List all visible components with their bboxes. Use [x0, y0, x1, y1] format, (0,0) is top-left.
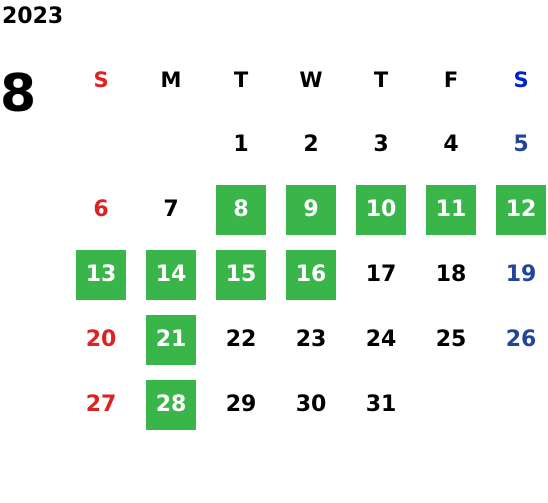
week-row-1: 1 2 3 4 5 — [68, 120, 548, 185]
day-cell[interactable]: 24 — [365, 327, 397, 352]
day-cell-highlighted[interactable]: 13 — [76, 250, 126, 300]
weekday-sunday: S — [93, 68, 109, 92]
weekday-friday: F — [443, 68, 459, 92]
day-cell-highlighted[interactable]: 21 — [146, 315, 196, 365]
day-cell[interactable]: 1 — [233, 132, 249, 157]
year-label: 2023 — [2, 4, 64, 29]
day-cell[interactable]: 5 — [513, 132, 529, 157]
day-cell[interactable]: 29 — [225, 392, 257, 417]
weekday-header-row: S M T W T F S — [68, 55, 548, 120]
day-cell[interactable]: 27 — [85, 392, 117, 417]
week-row-5: 27 28 29 30 31 — [68, 380, 548, 445]
day-cell-highlighted[interactable]: 14 — [146, 250, 196, 300]
week-row-2: 6 7 8 9 10 11 12 — [68, 185, 548, 250]
weekday-monday: M — [160, 68, 182, 92]
day-cell-highlighted[interactable]: 9 — [286, 185, 336, 235]
day-cell[interactable]: 7 — [163, 197, 179, 222]
day-cell[interactable]: 22 — [225, 327, 257, 352]
day-cell-highlighted[interactable]: 15 — [216, 250, 266, 300]
day-cell[interactable]: 20 — [85, 327, 117, 352]
day-cell[interactable]: 2 — [303, 132, 319, 157]
week-row-4: 20 21 22 23 24 25 26 — [68, 315, 548, 380]
day-cell[interactable]: 25 — [435, 327, 467, 352]
weekday-thursday: T — [373, 68, 389, 92]
day-cell[interactable]: 3 — [373, 132, 389, 157]
day-cell-highlighted[interactable]: 8 — [216, 185, 266, 235]
day-cell-highlighted[interactable]: 10 — [356, 185, 406, 235]
day-cell[interactable]: 26 — [505, 327, 537, 352]
calendar-grid: S M T W T F S 1 2 3 4 5 6 7 8 9 10 11 12… — [68, 55, 548, 445]
day-cell-highlighted[interactable]: 11 — [426, 185, 476, 235]
day-cell[interactable]: 19 — [505, 262, 537, 287]
weekday-saturday: S — [513, 68, 529, 92]
day-cell-highlighted[interactable]: 28 — [146, 380, 196, 430]
month-number: 8 — [0, 64, 37, 124]
day-cell[interactable]: 30 — [295, 392, 327, 417]
day-cell[interactable]: 6 — [93, 197, 109, 222]
weekday-wednesday: W — [299, 68, 323, 92]
weekday-tuesday: T — [233, 68, 249, 92]
day-cell[interactable]: 18 — [435, 262, 467, 287]
day-cell[interactable]: 23 — [295, 327, 327, 352]
day-cell-highlighted[interactable]: 12 — [496, 185, 546, 235]
day-cell[interactable]: 17 — [365, 262, 397, 287]
day-cell[interactable]: 4 — [443, 132, 459, 157]
day-cell-highlighted[interactable]: 16 — [286, 250, 336, 300]
day-cell[interactable]: 31 — [365, 392, 397, 417]
week-row-3: 13 14 15 16 17 18 19 — [68, 250, 548, 315]
